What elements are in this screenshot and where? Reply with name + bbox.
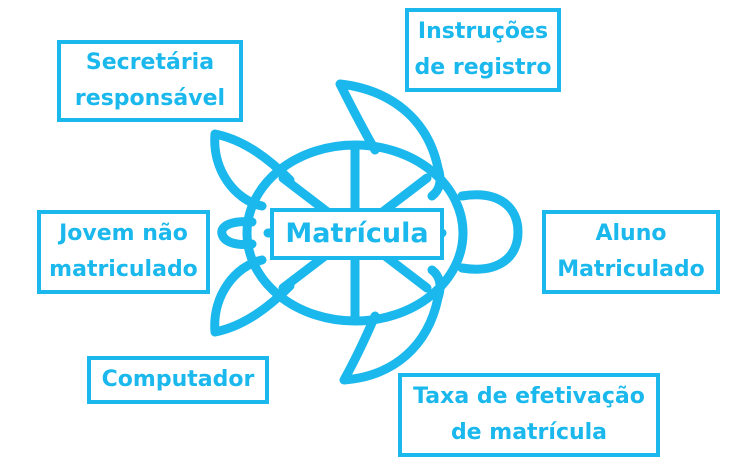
node-taxa-label: Taxa de efetivação de matrícula (413, 384, 645, 445)
node-jovem-label: Jovem não matriculado (49, 221, 198, 282)
node-computador: Computador (87, 356, 269, 404)
turtle-flipper-back-bottom (210, 255, 295, 337)
node-jovem: Jovem não matriculado (37, 210, 210, 294)
turtle-tail (217, 217, 257, 249)
node-taxa: Taxa de efetivação de matrícula (398, 373, 660, 457)
turtle-head (457, 190, 523, 274)
center-label: Matrícula (285, 218, 429, 249)
node-instrucoes: Instruções de registro (405, 8, 561, 92)
node-secretaria: Secretária responsável (57, 40, 243, 122)
node-secretaria-label: Secretária responsável (74, 50, 226, 111)
center-node: Matrícula (270, 208, 444, 260)
node-aluno: Aluno Matriculado (542, 210, 720, 294)
node-instrucoes-label: Instruções de registro (414, 19, 552, 80)
node-aluno-label: Aluno Matriculado (557, 221, 705, 282)
turtle-flipper-back-top (210, 129, 295, 211)
node-computador-label: Computador (101, 367, 255, 392)
